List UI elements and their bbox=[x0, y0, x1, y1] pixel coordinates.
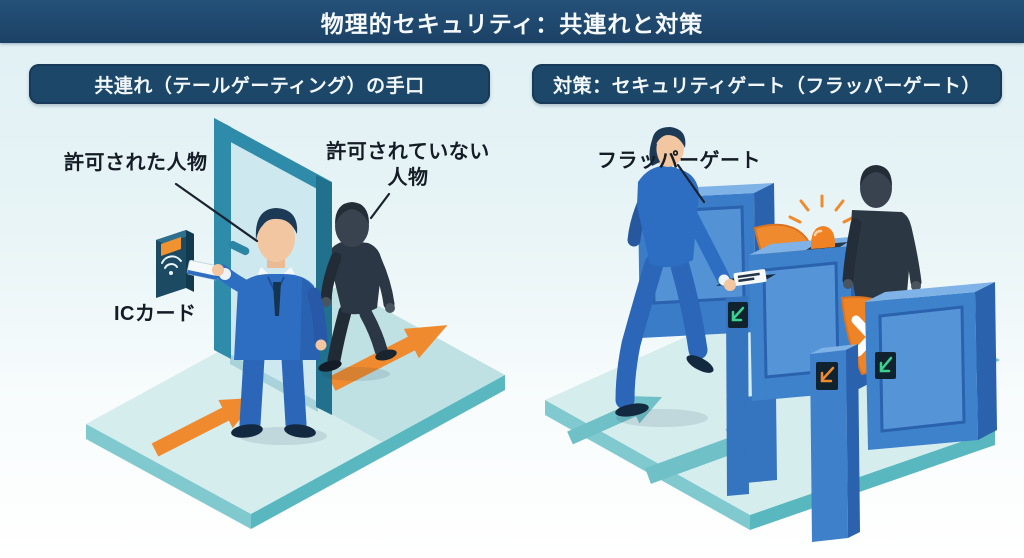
authorized-person-figure bbox=[186, 208, 328, 445]
ic-card-right bbox=[733, 269, 767, 286]
left-illustration-tailgating bbox=[86, 118, 505, 529]
label-unauthorized-line2: 人物 bbox=[387, 167, 429, 189]
ic-card-reader bbox=[156, 230, 194, 298]
right-section-title: 対策：セキュリティゲート（フラッパーゲート） bbox=[532, 64, 1002, 104]
card-tap bbox=[681, 203, 767, 291]
authorized-leader-line bbox=[174, 182, 259, 243]
header-bar: 物理的セキュリティ：共連れと対策 bbox=[0, 0, 1024, 43]
right-section-title-text: 対策：セキュリティゲート（フラッパーゲート） bbox=[553, 75, 981, 97]
right-illustration-flapper-gate bbox=[545, 127, 1000, 542]
reader-screen bbox=[161, 237, 181, 256]
unauthorized-leader-line bbox=[369, 192, 391, 220]
label-unauthorized-line1: 許可されていない bbox=[326, 141, 490, 163]
label-ic-card: ICカード bbox=[114, 303, 197, 325]
flapper-gate-leader-line bbox=[676, 163, 706, 204]
left-section-title: 共連れ（テールゲーティング）の手口 bbox=[29, 64, 490, 104]
label-unauthorized-person: 許可されていない 人物 bbox=[322, 139, 494, 191]
alarm-beacon-icon bbox=[788, 194, 856, 250]
gate-cabinet-right bbox=[865, 282, 997, 450]
unauthorized-person-figure bbox=[318, 202, 397, 381]
gate-pedestal-front bbox=[810, 344, 860, 542]
label-flapper-gate: フラッパーゲート bbox=[597, 150, 761, 172]
left-section-title-text: 共連れ（テールゲーティング）の手口 bbox=[94, 75, 425, 97]
page-title: 物理的セキュリティ：共連れと対策 bbox=[320, 10, 704, 37]
contactless-waves-icon bbox=[161, 255, 182, 275]
authorized-person-figure-right bbox=[615, 127, 714, 427]
label-authorized-person: 許可された人物 bbox=[64, 152, 208, 174]
door-handle bbox=[228, 240, 250, 256]
